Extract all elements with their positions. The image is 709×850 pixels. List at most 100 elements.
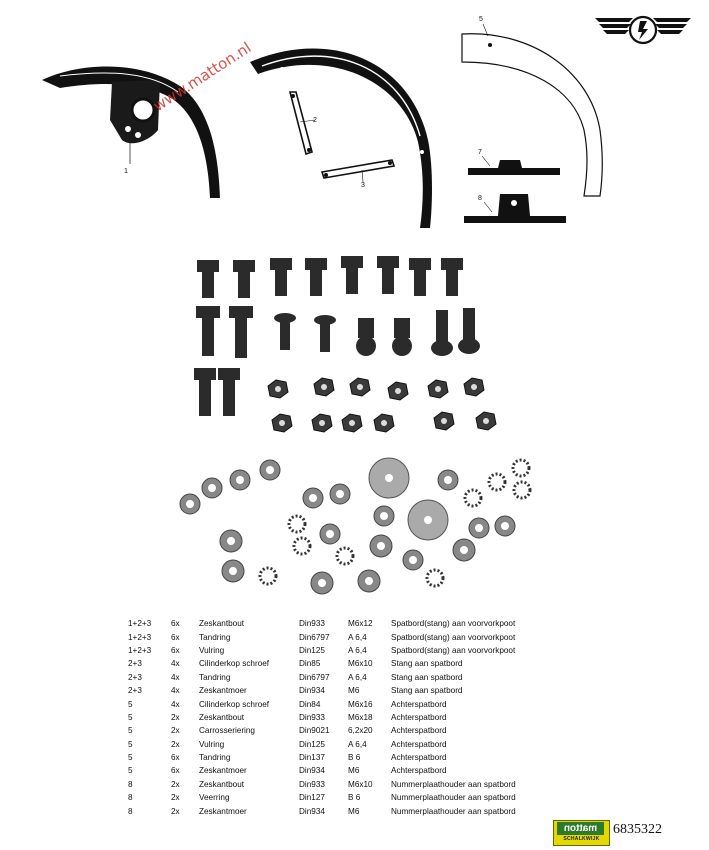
pos-cell: 1+2+3 xyxy=(128,619,152,629)
norm-cell: Din933 xyxy=(299,619,325,629)
size-cell: B 6 xyxy=(348,753,361,763)
norm-cell: Din934 xyxy=(299,686,325,696)
qty-cell: 6x xyxy=(171,645,180,655)
pos-cell: 2+3 xyxy=(128,672,142,682)
usage-cell: Achterspatbord xyxy=(391,766,447,776)
pos-cell: 5 xyxy=(128,726,133,736)
norm-cell: Din127 xyxy=(299,793,325,803)
pos-cell: 5 xyxy=(128,699,133,709)
description-cell: Tandring xyxy=(199,632,231,642)
usage-cell: Achterspatbord xyxy=(391,699,447,709)
norm-cell: Din933 xyxy=(299,779,325,789)
qty-cell: 2x xyxy=(171,739,180,749)
pos-cell: 1+2+3 xyxy=(128,632,152,642)
pos-cell: 5 xyxy=(128,712,133,722)
qty-cell: 4x xyxy=(171,686,180,696)
usage-cell: Achterspatbord xyxy=(391,726,447,736)
matton-logo: matton SCHALKWIJK xyxy=(553,820,610,846)
norm-cell: Din934 xyxy=(299,766,325,776)
usage-cell: Achterspatbord xyxy=(391,753,447,763)
usage-cell: Spatbord(stang) aan voorvorkpoot xyxy=(391,632,516,642)
size-cell: M6x12 xyxy=(348,619,373,629)
norm-cell: Din9021 xyxy=(299,726,330,736)
qty-cell: 4x xyxy=(171,699,180,709)
qty-cell: 2x xyxy=(171,726,180,736)
usage-cell: Nummerplaathouder aan spatbord xyxy=(391,793,516,803)
qty-cell: 4x xyxy=(171,659,180,669)
description-cell: Zeskantbout xyxy=(199,779,245,789)
description-cell: Veerring xyxy=(199,793,230,803)
qty-cell: 2x xyxy=(171,793,180,803)
description-cell: Vulring xyxy=(199,645,225,655)
plate-holder-8-drawing xyxy=(464,194,566,223)
qty-cell: 2x xyxy=(171,712,180,722)
usage-cell: Stang aan spatbord xyxy=(391,659,463,669)
bolts-and-screws xyxy=(196,306,480,358)
description-cell: Zeskantbout xyxy=(199,712,245,722)
description-cell: Cilinderkop schroef xyxy=(199,659,270,669)
usage-cell: Nummerplaathouder aan spatbord xyxy=(391,806,516,816)
description-cell: Zeskantmoer xyxy=(199,766,247,776)
description-cell: Zeskantmoer xyxy=(199,806,247,816)
norm-cell: Din6797 xyxy=(299,632,330,642)
norm-cell: Din934 xyxy=(299,806,325,816)
usage-cell: Achterspatbord xyxy=(391,712,447,722)
size-cell: B 6 xyxy=(348,793,361,803)
usage-cell: Spatbord(stang) aan voorvorkpoot xyxy=(391,645,516,655)
parts-illustration xyxy=(42,15,691,595)
hex-bolts-short xyxy=(197,256,463,298)
rear-fender-drawing xyxy=(461,23,603,197)
size-cell: M6x10 xyxy=(348,659,373,669)
table-row: 8 2x Veerring Din127 B 6 Nummerplaathouder aa… xyxy=(128,791,561,804)
usage-cell: Stang aan spatbord xyxy=(391,672,463,682)
pos-cell: 8 xyxy=(128,779,133,789)
callout-8: 8 xyxy=(478,195,482,202)
middle-fender-drawing xyxy=(250,48,432,228)
callout-7: 7 xyxy=(478,149,482,156)
norm-cell: Din85 xyxy=(299,659,321,669)
callout-3: 3 xyxy=(361,182,365,189)
size-cell: M6x16 xyxy=(348,699,373,709)
usage-cell: Spatbord(stang) aan voorvorkpoot xyxy=(391,619,516,629)
size-cell: A 6,4 xyxy=(348,672,367,682)
pos-cell: 8 xyxy=(128,793,133,803)
pos-cell: 5 xyxy=(128,766,133,776)
qty-cell: 6x xyxy=(171,766,180,776)
size-cell: M6x18 xyxy=(348,712,373,722)
norm-cell: Din125 xyxy=(299,739,325,749)
pos-cell: 1+2+3 xyxy=(128,645,152,655)
size-cell: A 6,4 xyxy=(348,632,367,642)
usage-cell: Achterspatbord xyxy=(391,739,447,749)
size-cell: M6 xyxy=(348,686,360,696)
pos-cell: 2+3 xyxy=(128,686,142,696)
size-cell: M6 xyxy=(348,766,360,776)
matton-logo-sub: SCHALKWIJK xyxy=(563,836,600,842)
callout-5: 5 xyxy=(479,16,483,23)
callout-2: 2 xyxy=(313,117,317,124)
matton-logo-name: matton xyxy=(557,822,604,835)
description-cell: Tandring xyxy=(199,753,231,763)
pos-cell: 5 xyxy=(128,753,133,763)
table-row: 8 2x Zeskantmoer Din934 M6 Nummerplaathouder … xyxy=(128,804,561,817)
size-cell: 6,2x20 xyxy=(348,726,373,736)
size-cell: M6x10 xyxy=(348,779,373,789)
callout-1: 1 xyxy=(124,168,128,175)
usage-cell: Nummerplaathouder aan spatbord xyxy=(391,779,516,789)
size-cell: M6 xyxy=(348,806,360,816)
qty-cell: 2x xyxy=(171,806,180,816)
qty-cell: 4x xyxy=(171,672,180,682)
pos-cell: 8 xyxy=(128,806,133,816)
